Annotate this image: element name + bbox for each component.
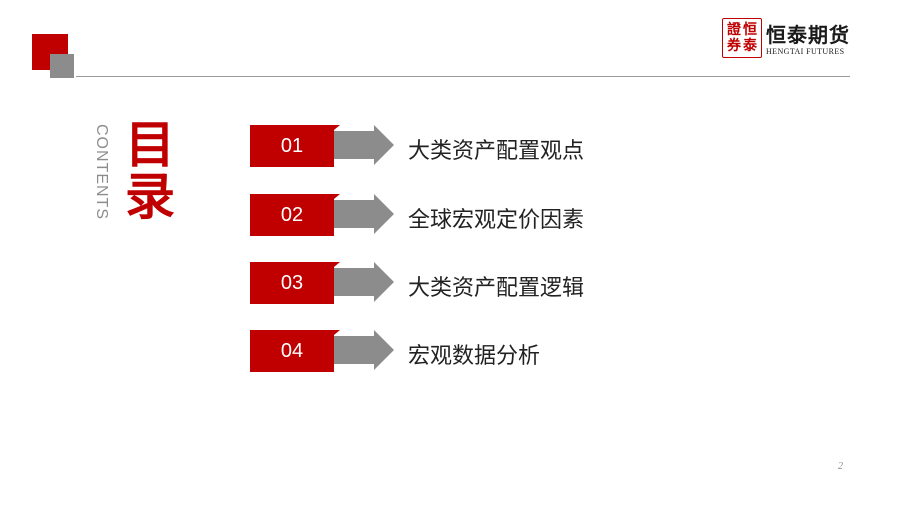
brand-name-en: HENGTAI FUTURES bbox=[766, 47, 845, 56]
toc-number-tip bbox=[334, 262, 340, 267]
toc-item-03[interactable]: 03 大类资产配置逻辑 bbox=[250, 262, 650, 306]
toc-label: 宏观数据分析 bbox=[408, 344, 541, 369]
toc-number: 01 bbox=[250, 125, 334, 167]
seal-icon: 證 恒 券 泰 bbox=[722, 18, 762, 58]
toc-number-tip bbox=[334, 125, 340, 130]
toc-item-04[interactable]: 04 宏观数据分析 bbox=[250, 330, 650, 374]
right-arrow-icon bbox=[334, 330, 394, 370]
right-arrow-icon bbox=[334, 125, 394, 165]
right-arrow-icon bbox=[334, 194, 394, 234]
contents-title-cn: 目录 bbox=[117, 118, 175, 222]
toc-item-02[interactable]: 02 全球宏观定价因素 bbox=[250, 194, 650, 238]
hengtai-logo: 證 恒 券 泰 恒泰期货 HENGTAI FUTURES bbox=[722, 18, 872, 60]
toc-number-tip bbox=[334, 194, 340, 199]
seal-char: 泰 bbox=[743, 38, 757, 54]
seal-char: 券 bbox=[727, 38, 741, 54]
toc-label: 大类资产配置观点 bbox=[408, 139, 585, 164]
corner-decoration-gray bbox=[50, 54, 74, 78]
seal-char: 證 bbox=[727, 22, 741, 38]
page-number: 2 bbox=[838, 461, 843, 472]
contents-title-en: CONTENTS bbox=[93, 124, 110, 220]
toc-number: 04 bbox=[250, 330, 334, 372]
toc-number: 02 bbox=[250, 194, 334, 236]
toc-number: 03 bbox=[250, 262, 334, 304]
header-divider bbox=[76, 76, 850, 77]
toc-label: 大类资产配置逻辑 bbox=[408, 276, 585, 301]
toc-number-tip bbox=[334, 330, 340, 335]
seal-char: 恒 bbox=[743, 22, 757, 38]
brand-name-cn: 恒泰期货 bbox=[766, 23, 850, 47]
toc-label: 全球宏观定价因素 bbox=[408, 208, 585, 233]
right-arrow-icon bbox=[334, 262, 394, 302]
toc-item-01[interactable]: 01 大类资产配置观点 bbox=[250, 125, 650, 169]
